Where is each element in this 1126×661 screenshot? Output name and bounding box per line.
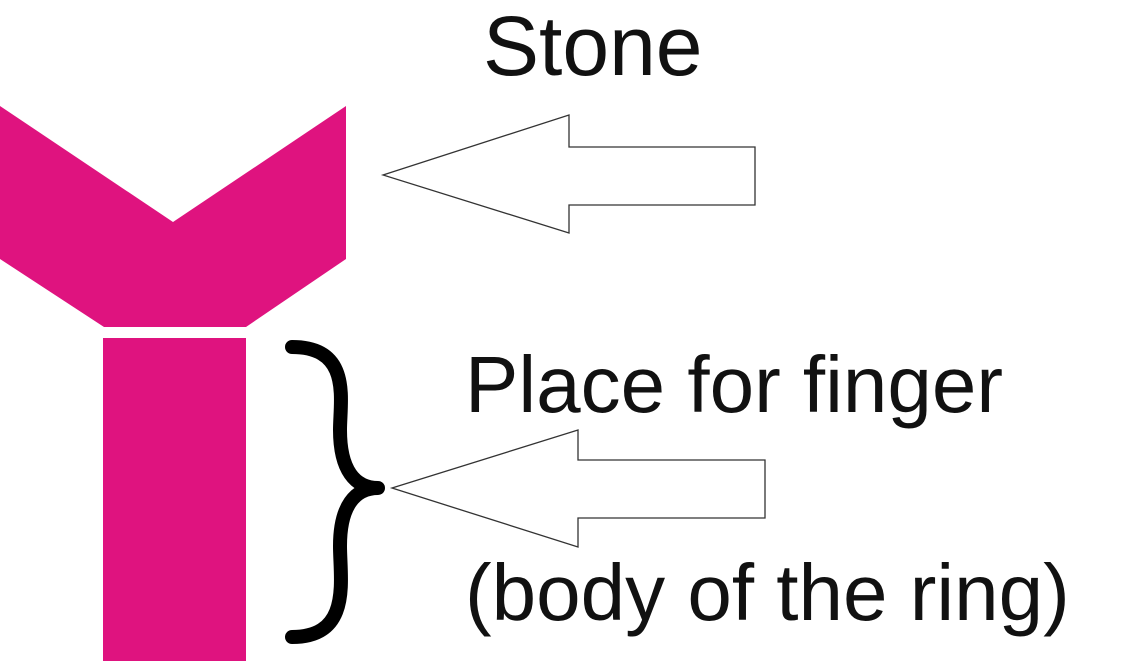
stone-shape [0, 106, 346, 327]
stone-arrow-icon [380, 114, 756, 234]
body-label: (body of the ring) [465, 548, 1070, 637]
right-curly-brace-icon [285, 340, 385, 644]
stone-label: Stone [483, 0, 703, 93]
finger-label: Place for finger [465, 340, 1003, 429]
finger-arrow-icon [389, 429, 766, 548]
ring-body-shape [103, 338, 246, 661]
